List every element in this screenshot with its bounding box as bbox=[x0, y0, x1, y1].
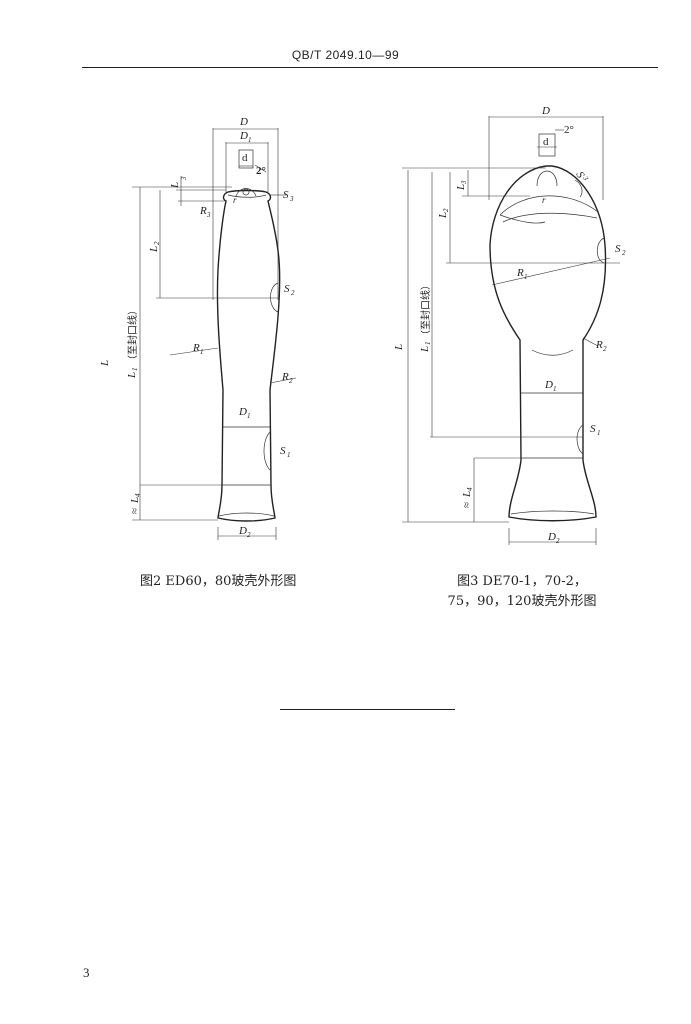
fig2-label-D1: D bbox=[239, 130, 248, 142]
fig2-label-D1-sub: 1 bbox=[248, 136, 252, 144]
fig3-label-S1-sub: 1 bbox=[597, 429, 601, 437]
fig2-label-D: D bbox=[239, 116, 248, 128]
fig3-label-L4-prefix: ≈ bbox=[461, 502, 473, 508]
fig3-label-angle: 2° bbox=[564, 124, 574, 136]
fig2-label-R3: R bbox=[199, 205, 207, 217]
figure3-labels: D d 2° S 3 r L 3 L 2 S 2 R 1 L L 1 （至封口线… bbox=[393, 105, 626, 545]
fig3-label-D2: D bbox=[547, 531, 556, 543]
fig2-label-D1-mid: D bbox=[238, 406, 247, 418]
fig3-label-D1-sub: 1 bbox=[553, 385, 557, 393]
fig2-label-L3: L bbox=[169, 182, 181, 189]
page-number: 3 bbox=[83, 965, 90, 980]
fig3-label-R1: R bbox=[516, 267, 524, 279]
fig2-label-L1-sub: 1 bbox=[131, 368, 139, 372]
fig2-label-L1: L bbox=[126, 372, 138, 379]
fig2-label-R2-sub: 2 bbox=[289, 377, 293, 385]
fig3-label-L1-sub: 1 bbox=[424, 342, 432, 346]
figure3-drawing bbox=[402, 116, 620, 545]
fig3-label-D1: D bbox=[544, 379, 553, 391]
figure3-caption-line2: 75，90，120玻壳外形图 bbox=[447, 594, 597, 609]
fig3-label-S3-sub: 3 bbox=[581, 174, 590, 182]
fig3-label-L3-sub: 3 bbox=[460, 180, 468, 185]
figure2-caption: 图2 ED60，80玻壳外形图 bbox=[140, 574, 297, 589]
fig3-label-D: D bbox=[541, 105, 550, 117]
fig3-label-L4-sub: 4 bbox=[466, 487, 474, 491]
fig2-label-R2: R bbox=[281, 371, 289, 383]
fig3-label-L1: L bbox=[419, 346, 431, 353]
fig3-label-d: d bbox=[543, 136, 549, 148]
fig3-label-L2-sub: 2 bbox=[442, 208, 450, 212]
fig3-label-L3: L bbox=[455, 184, 467, 191]
fig3-label-L2: L bbox=[437, 212, 449, 219]
fig2-label-S1-sub: 1 bbox=[287, 451, 291, 459]
fig2-label-S3-sub: 3 bbox=[289, 195, 294, 203]
fig2-label-L3-sub: 3 bbox=[180, 176, 188, 181]
fig2-label-D2-sub: 2 bbox=[247, 531, 251, 539]
fig3-label-L4: L bbox=[461, 491, 473, 498]
fig2-label-S2: S bbox=[284, 283, 290, 295]
header-rule bbox=[82, 67, 658, 68]
fig2-label-L1-note: （至封口线） bbox=[126, 305, 139, 365]
fig3-label-S1: S bbox=[590, 423, 596, 435]
end-of-standard-rule bbox=[280, 709, 455, 710]
fig3-label-L1-note: （至封口线） bbox=[419, 280, 432, 340]
fig2-label-angle: 2° bbox=[256, 165, 266, 177]
standard-code: QB/T 2049.10—99 bbox=[291, 48, 400, 62]
fig2-label-L4: L bbox=[129, 497, 141, 504]
fig3-label-S2-sub: 2 bbox=[622, 249, 626, 257]
fig3-label-R2-sub: 2 bbox=[603, 345, 607, 353]
fig2-label-L4-prefix: ≈ bbox=[129, 508, 141, 514]
figure3-caption: 图3 DE70-1，70-2， 75，90，120玻壳外形图 bbox=[412, 572, 632, 612]
fig3-label-S3: S bbox=[573, 170, 586, 181]
fig2-label-R1: R bbox=[192, 342, 200, 354]
fig2-label-R3-sub: 3 bbox=[206, 211, 211, 219]
fig2-label-d: d bbox=[242, 152, 248, 164]
fig2-label-L2-sub: 2 bbox=[153, 241, 161, 245]
fig2-label-D2: D bbox=[238, 525, 247, 537]
fig3-label-D2-sub: 2 bbox=[556, 537, 560, 545]
figure2-drawing bbox=[132, 128, 297, 540]
fig3-label-R1-sub: 1 bbox=[524, 273, 528, 281]
fig3-label-R2: R bbox=[595, 339, 603, 351]
fig2-label-S2-sub: 2 bbox=[291, 289, 295, 297]
fig2-shell-outline bbox=[216, 189, 281, 522]
figure2-labels: D D 1 d 2° L 3 r R 3 S 3 L 2 S 2 L L 1 （… bbox=[99, 116, 295, 539]
fig2-label-R1-sub: 1 bbox=[200, 348, 204, 356]
fig3-shell-outline bbox=[489, 165, 607, 522]
figure3-caption-line1: 图3 DE70-1，70-2， bbox=[457, 574, 587, 589]
fig2-label-L2: L bbox=[148, 246, 160, 253]
fig3-label-S2: S bbox=[615, 243, 621, 255]
fig2-label-L: L bbox=[99, 360, 111, 367]
fig2-label-S3: S bbox=[283, 189, 289, 201]
fig3-label-L: L bbox=[393, 344, 405, 351]
fig3-label-r: r bbox=[542, 195, 546, 205]
fig2-label-r: r bbox=[233, 195, 237, 205]
fig2-label-S1: S bbox=[280, 445, 286, 457]
fig2-label-L4-sub: 4 bbox=[134, 493, 142, 497]
fig2-label-D1-mid-sub: 1 bbox=[247, 412, 251, 420]
